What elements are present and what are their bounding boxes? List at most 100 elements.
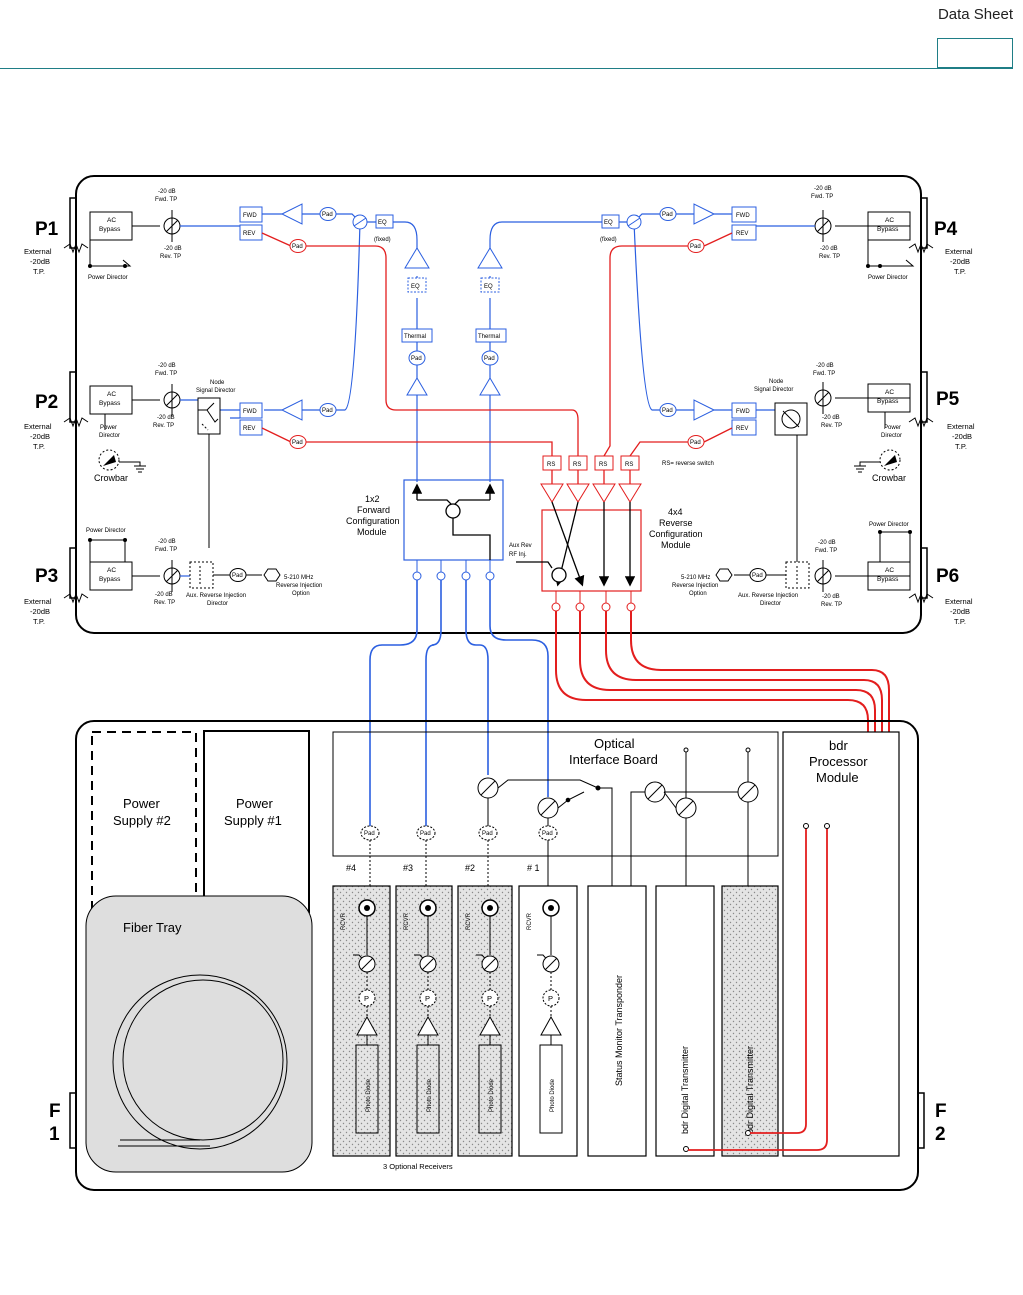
power-supply-2-label-a: Power — [123, 796, 161, 811]
port-tabs — [69, 197, 928, 599]
fwd-pad-p2: Pad — [319, 403, 337, 417]
svg-text:Rev. TP: Rev. TP — [821, 602, 842, 608]
svg-text:-20 dB: -20 dB — [814, 186, 832, 192]
svg-text:Director: Director — [760, 601, 781, 607]
port-label-p6: P6 — [936, 566, 959, 587]
forward-module-stubs — [416, 560, 491, 572]
fwd-amp-right-top — [477, 247, 503, 269]
svg-text:RS: RS — [547, 462, 555, 468]
svg-text:T.P.: T.P. — [33, 442, 45, 451]
receiver-card-1: P Photo Diode RCVR — [518, 885, 578, 1157]
svg-text:-20dB: -20dB — [950, 257, 970, 266]
rs-switch-2: RS — [568, 455, 588, 471]
eq-fixed-right: EQ (fixed) — [600, 214, 620, 243]
fwd-box-p1: FWD — [239, 206, 263, 223]
svg-text:External: External — [24, 597, 52, 606]
fiber-tray-label: Fiber Tray — [123, 920, 182, 935]
svg-text:External: External — [24, 247, 52, 256]
svg-text:-20 dB: -20 dB — [818, 540, 836, 546]
fwd-box-p5: FWD — [731, 402, 757, 419]
svg-text:Pad: Pad — [484, 356, 495, 362]
port-label-f2-b: 2 — [935, 1124, 946, 1145]
oib-pads: Pad Pad Pad Pad — [360, 825, 558, 841]
rs-switch-1: RS — [542, 455, 562, 471]
svg-text:Pad: Pad — [292, 440, 303, 446]
fwd-amp-left-bottom — [406, 377, 428, 396]
optional-receivers-label: 3 Optional Receivers — [383, 1162, 453, 1171]
rf-lid-frame — [75, 175, 922, 634]
svg-text:FWD: FWD — [243, 213, 257, 219]
fwd-pad-p1: Pad — [319, 207, 337, 221]
svg-text:Node: Node — [210, 380, 225, 386]
ac-bypass-p2: AC Bypass — [89, 385, 133, 415]
forward-config-module-internals — [411, 483, 496, 560]
svg-text:Rev. TP: Rev. TP — [821, 423, 842, 429]
base-tabs — [69, 1092, 925, 1149]
svg-text:AC: AC — [885, 567, 894, 574]
port-label-f1-b: 1 — [49, 1124, 60, 1145]
svg-text:-20 dB: -20 dB — [822, 415, 840, 421]
svg-text:AC: AC — [107, 567, 116, 574]
svg-text:Bypass: Bypass — [877, 226, 899, 233]
bdr-internal-rf-lines — [688, 826, 828, 1151]
ac-bypass-p1: AC Bypass — [89, 211, 133, 241]
svg-text:Reverse Injection: Reverse Injection — [672, 583, 718, 589]
svg-text:-20dB: -20dB — [30, 432, 50, 441]
svg-text:Pad: Pad — [322, 212, 333, 218]
svg-text:External: External — [947, 422, 975, 431]
svg-text:Pad: Pad — [411, 356, 422, 362]
svg-text:External: External — [945, 597, 973, 606]
photo-diode-label: Photo Diode — [550, 1078, 556, 1112]
fwd-splitter-right — [626, 214, 642, 230]
tp-coupler-labels: -20 dB Fwd. TP -20 dB Rev. TP -20 dB Fwd… — [153, 186, 842, 608]
power-director-p5-label-a: Power — [884, 425, 901, 431]
oib-label-b: Interface Board — [569, 752, 658, 767]
svg-text:#3: #3 — [403, 863, 413, 873]
bdr-label-a: bdr — [829, 738, 848, 753]
power-director-p2-label-a: Power — [100, 425, 117, 431]
preamp-label: P — [548, 994, 553, 1003]
fwd-amp-right-bottom — [479, 377, 501, 396]
eq-plugin-right: EQ — [480, 277, 500, 293]
bdr-processor-module — [782, 731, 900, 1157]
forward-fiber-cables — [369, 580, 549, 826]
power-director-p2-label-b: Director — [99, 433, 120, 439]
svg-text:REV: REV — [736, 231, 748, 237]
svg-text:Aux. Reverse Injection: Aux. Reverse Injection — [738, 593, 798, 599]
crowbar-left: Crowbar — [94, 449, 146, 483]
svg-text:Rev. TP: Rev. TP — [154, 600, 175, 606]
svg-text:4x4: 4x4 — [668, 507, 683, 517]
base-frame — [75, 720, 919, 1191]
tp-coupler-arrows — [165, 210, 830, 592]
fwd-box-p4: FWD — [731, 206, 757, 223]
rcvr-label: RCVR — [404, 912, 410, 930]
svg-text:REV: REV — [243, 231, 255, 237]
svg-text:Bypass: Bypass — [99, 400, 121, 407]
svg-text:Fwd. TP: Fwd. TP — [815, 548, 837, 554]
preamp-label: P — [425, 994, 430, 1003]
svg-text:Module: Module — [661, 540, 691, 550]
rev-amp-1 — [540, 483, 564, 503]
rev-amp-2 — [566, 483, 590, 503]
svg-text:-20 dB: -20 dB — [816, 363, 834, 369]
svg-text:# 1: # 1 — [527, 863, 540, 873]
svg-text:T.P.: T.P. — [33, 267, 45, 276]
svg-text:FWD: FWD — [736, 409, 750, 415]
svg-text:Pad: Pad — [292, 244, 303, 250]
bdr-digital-transmitter-1 — [655, 885, 715, 1157]
rev-amp-3 — [592, 483, 616, 503]
svg-text:FWD: FWD — [736, 213, 750, 219]
svg-text:-20dB: -20dB — [30, 607, 50, 616]
svg-text:Bypass: Bypass — [877, 576, 899, 583]
svg-text:-20dB: -20dB — [950, 607, 970, 616]
svg-text:Crowbar: Crowbar — [94, 473, 128, 483]
forward-module-connectors — [412, 571, 495, 581]
svg-text:-20 dB: -20 dB — [158, 189, 176, 195]
svg-text:5-210 MHz: 5-210 MHz — [284, 575, 313, 581]
svg-text:Rev. TP: Rev. TP — [160, 254, 181, 260]
fiber-coil — [112, 974, 288, 1150]
svg-text:AC: AC — [885, 217, 894, 224]
rcvr-label: RCVR — [527, 912, 533, 930]
svg-text:Aux. Reverse Injection: Aux. Reverse Injection — [186, 593, 246, 599]
